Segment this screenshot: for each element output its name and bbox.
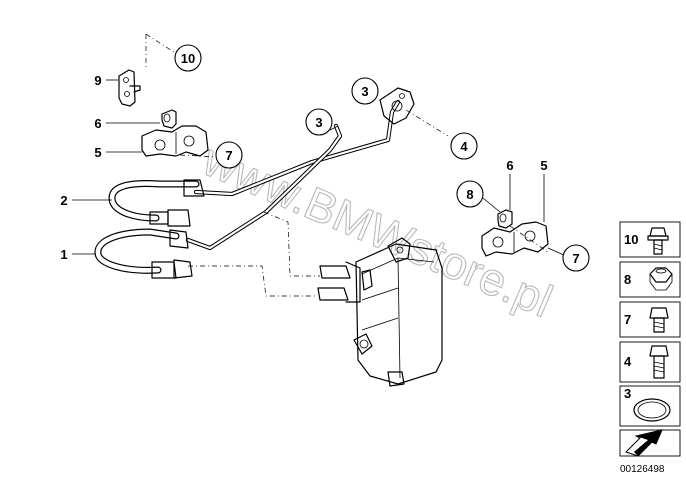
pipe-clip-left xyxy=(141,125,209,157)
callout-6-left: 6 xyxy=(94,116,101,131)
pipe-lower xyxy=(185,123,343,251)
callout-5-right: 5 xyxy=(540,158,547,173)
bolt-flange-icon xyxy=(647,227,669,255)
legend-item-4 xyxy=(619,341,681,383)
legend-item-7 xyxy=(619,301,681,338)
bolt-short-icon xyxy=(649,307,669,333)
callout-3-upper: 3 xyxy=(361,84,368,99)
callout-2: 2 xyxy=(60,193,67,208)
oil-cooler xyxy=(317,237,443,387)
legend-panel: 10 8 7 4 3 xyxy=(619,221,681,457)
hose-1 xyxy=(94,228,193,279)
legend-item-3 xyxy=(619,385,681,427)
grommet-left xyxy=(161,109,177,129)
pipe-flange xyxy=(379,87,415,125)
callout-10: 10 xyxy=(181,51,195,66)
callout-3-lower: 3 xyxy=(315,115,322,130)
hose-2 xyxy=(108,179,205,227)
legend-label-4: 4 xyxy=(624,354,632,369)
legend-label-7: 7 xyxy=(624,312,631,327)
bracket-upper-left xyxy=(118,69,141,107)
callout-7-right: 7 xyxy=(572,251,579,266)
callout-8: 8 xyxy=(466,187,473,202)
callout-9: 9 xyxy=(94,73,101,88)
callout-7-left: 7 xyxy=(225,148,232,163)
pipe-clip-right xyxy=(481,221,549,257)
document-number: 00126498 xyxy=(620,464,665,475)
legend-label-3: 3 xyxy=(624,386,631,401)
legend-label-8: 8 xyxy=(624,272,631,287)
legend-label-10: 10 xyxy=(624,232,638,247)
callout-4: 4 xyxy=(460,139,468,154)
pipe-upper xyxy=(193,99,401,197)
direction-arrow-icon xyxy=(625,429,663,457)
watermark: www.BMWstore.pl xyxy=(195,133,560,327)
callout-5-left: 5 xyxy=(94,145,101,160)
callout-1: 1 xyxy=(60,247,67,262)
seal-ring-icon xyxy=(633,398,671,422)
callout-6-right: 6 xyxy=(506,158,513,173)
hex-nut-icon xyxy=(649,267,673,291)
bolt-long-icon xyxy=(649,345,669,379)
grommet-right xyxy=(497,209,513,229)
